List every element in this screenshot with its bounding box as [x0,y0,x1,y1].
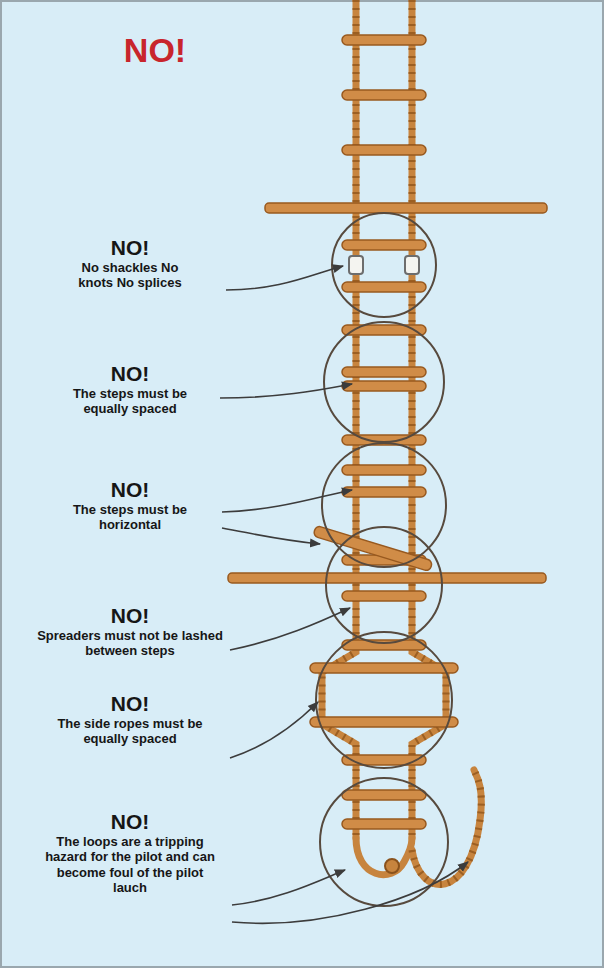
warning-note: The side ropes must be equally spaced [55,716,205,747]
warning-heading: NO! [70,236,190,261]
warning-note: No shackles No knots No splices [75,260,185,291]
shackles [349,256,419,274]
step [342,465,426,475]
step [342,367,426,377]
step [310,663,458,673]
warning-heading: NO! [70,810,190,835]
slanted-step [313,525,433,571]
knot [385,859,399,873]
warning-heading: NO! [70,478,190,503]
rope-twist [322,0,481,884]
warning-heading: NO! [70,604,190,629]
step [342,819,426,829]
side-ropes [322,0,481,884]
highlight-circles [316,213,452,906]
spreaders [228,203,547,583]
step [342,145,426,155]
step [342,381,426,391]
warning-note: The steps must be horizontal [69,502,191,533]
step [342,591,426,601]
step [342,790,426,800]
warning-heading: NO! [70,362,190,387]
step [342,90,426,100]
step [342,282,426,292]
title: NO! [90,30,220,70]
step [342,640,426,650]
leader-lines [220,266,468,923]
warning-note: Spreaders must not be lashed between ste… [37,628,223,659]
step [342,487,426,497]
warning-heading: NO! [70,692,190,717]
warning-note: The loops are a tripping hazard for the … [39,834,221,895]
step [342,240,426,250]
steps [310,35,458,829]
step [310,717,458,727]
warning-note: The steps must be equally spaced [69,386,191,417]
step [342,35,426,45]
step [342,755,426,765]
